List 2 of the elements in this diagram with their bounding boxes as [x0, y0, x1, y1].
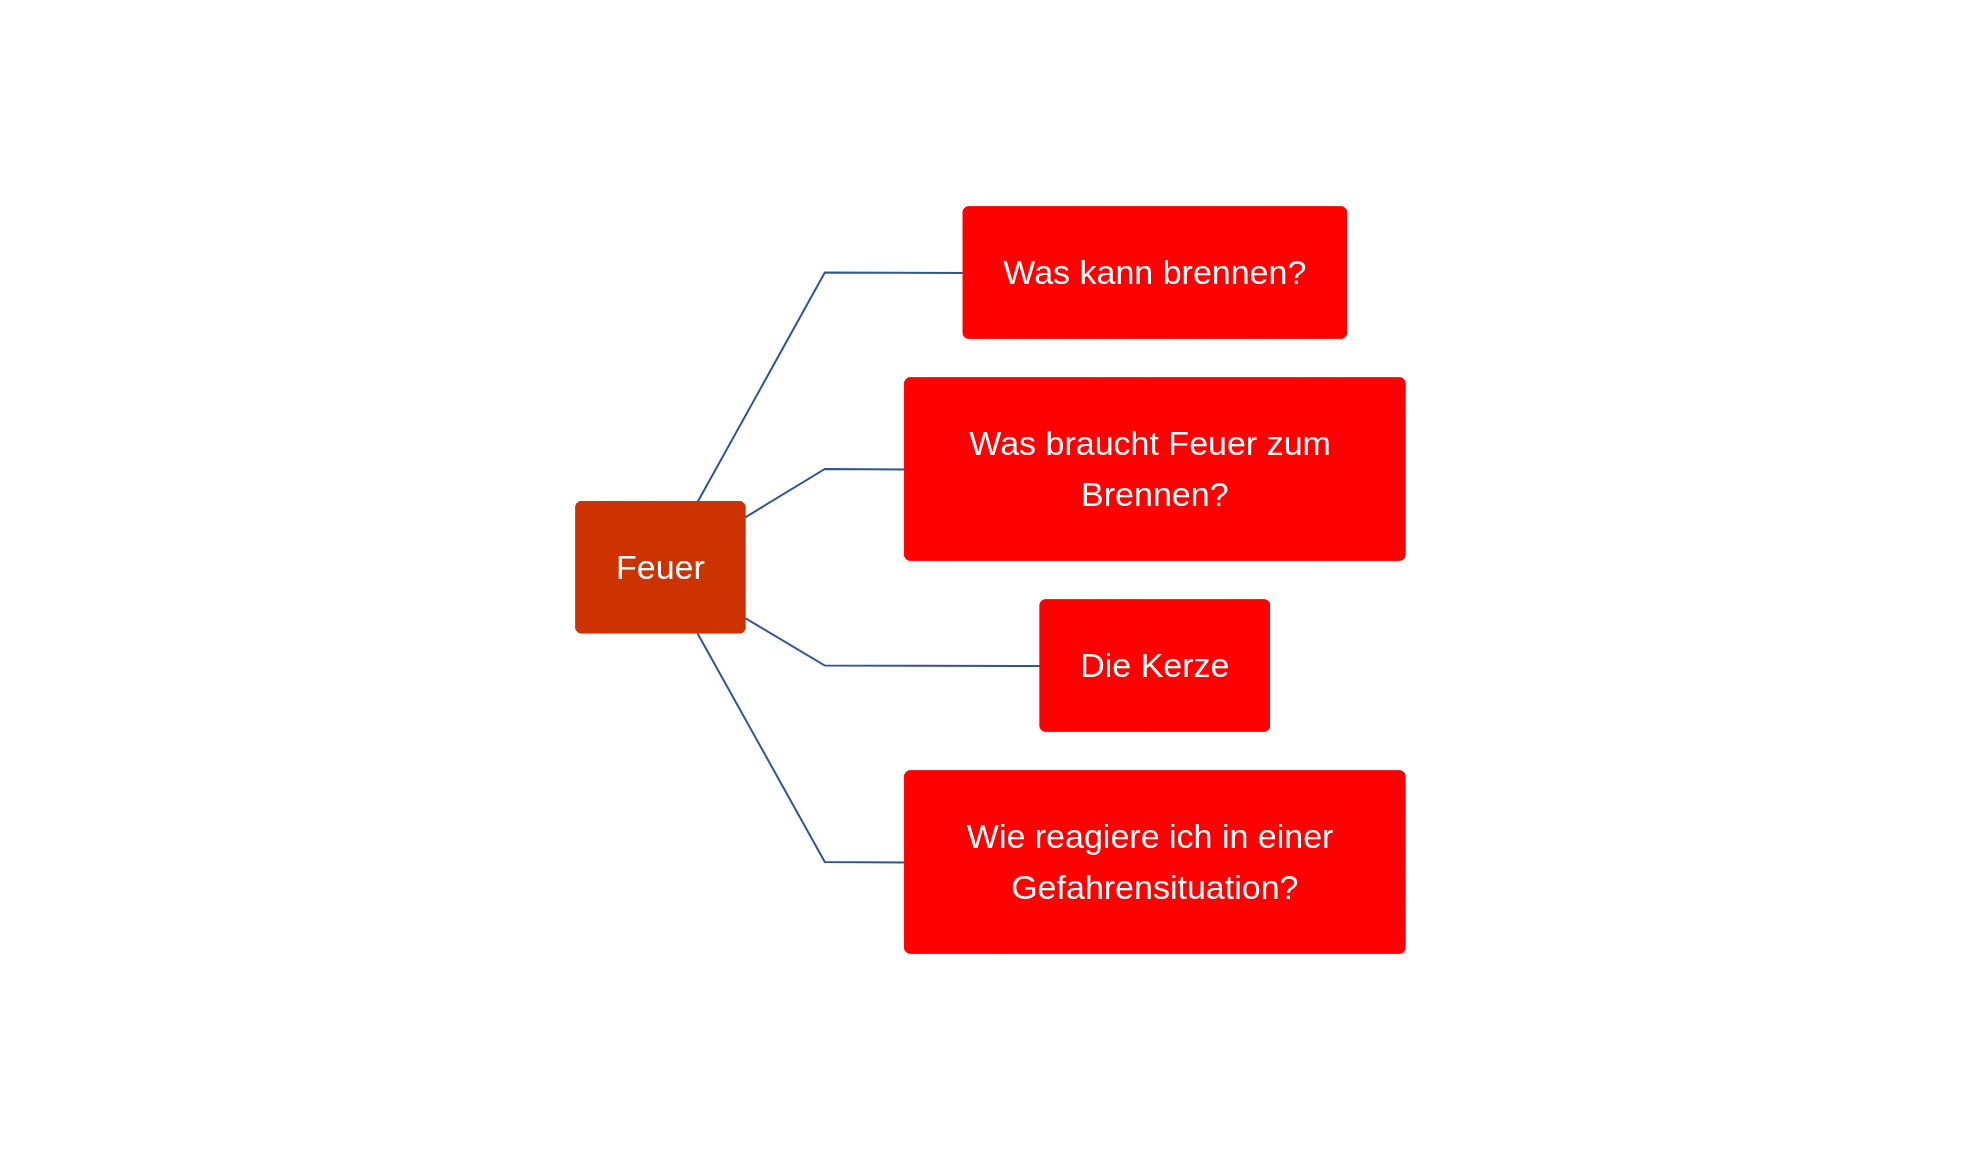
- connector: [696, 632, 906, 864]
- connector: [743, 468, 906, 519]
